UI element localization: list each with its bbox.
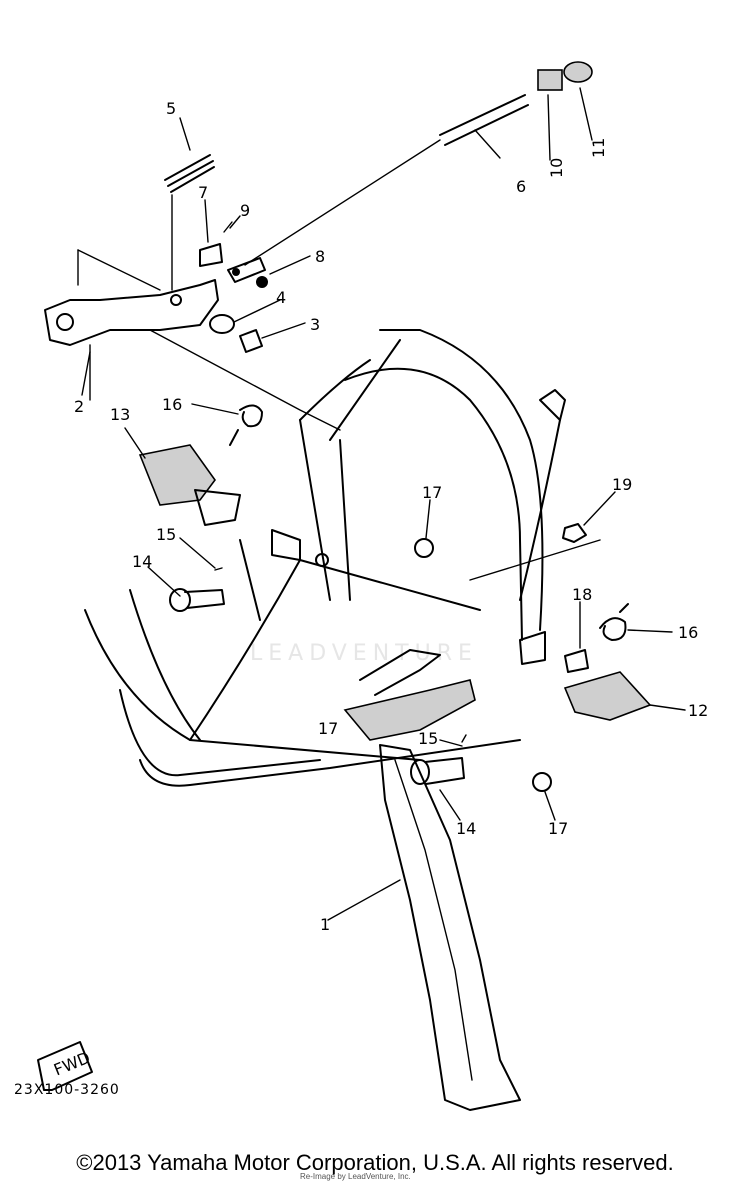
label-14-right: 14: [456, 819, 476, 838]
spring-16-right: [599, 603, 629, 641]
label-10: 10: [547, 158, 566, 178]
label-9: 9: [240, 201, 250, 220]
brake-rod: [227, 94, 529, 283]
footrest-right: [519, 631, 652, 721]
footer-subtext: Re-Image by LeadVenture, Inc.: [300, 1172, 411, 1181]
spring-16-left: [229, 404, 263, 446]
brake-pedal: [44, 249, 341, 431]
pivot-pin-left: [169, 567, 225, 612]
label-17-c: 17: [318, 719, 338, 738]
label-5: 5: [166, 99, 176, 118]
label-1: 1: [320, 915, 330, 934]
pivot-pin-right: [410, 734, 467, 785]
frame: [84, 329, 601, 787]
label-2: 2: [74, 397, 84, 416]
bolt-18: [564, 649, 589, 673]
label-15-left: 15: [156, 525, 176, 544]
label-13: 13: [110, 405, 130, 424]
sidestand: [343, 649, 521, 1111]
label-8: 8: [315, 247, 325, 266]
label-12: 12: [688, 701, 708, 720]
label-11: 11: [589, 138, 608, 158]
label-3: 3: [310, 315, 320, 334]
copyright-footer: ©2013 Yamaha Motor Corporation, U.S.A. A…: [76, 1150, 674, 1175]
label-19: 19: [612, 475, 632, 494]
label-4: 4: [276, 288, 286, 307]
nut-19: [562, 523, 587, 543]
label-16-right: 16: [678, 623, 698, 642]
label-17-a: 17: [422, 483, 442, 502]
label-16-left: 16: [162, 395, 182, 414]
label-18: 18: [572, 585, 592, 604]
leader-lines: [81, 87, 686, 921]
label-15-right: 15: [418, 729, 438, 748]
footrest-left: [138, 444, 329, 567]
part-labels: 5 7 9 8 4 3 6 10 11 2 16 13 17 19 15 14 …: [74, 99, 708, 934]
fasteners: [199, 61, 593, 353]
spring-5: [164, 154, 215, 291]
label-6: 6: [516, 177, 526, 196]
washer-17-a: [414, 538, 434, 558]
watermark-text: LEADVENTURE: [250, 641, 478, 666]
diagram-code: 23X100-3260: [14, 1082, 120, 1098]
label-17-b: 17: [548, 819, 568, 838]
washer-17-b: [532, 772, 552, 792]
label-14-left: 14: [132, 552, 152, 571]
label-7: 7: [198, 183, 208, 202]
